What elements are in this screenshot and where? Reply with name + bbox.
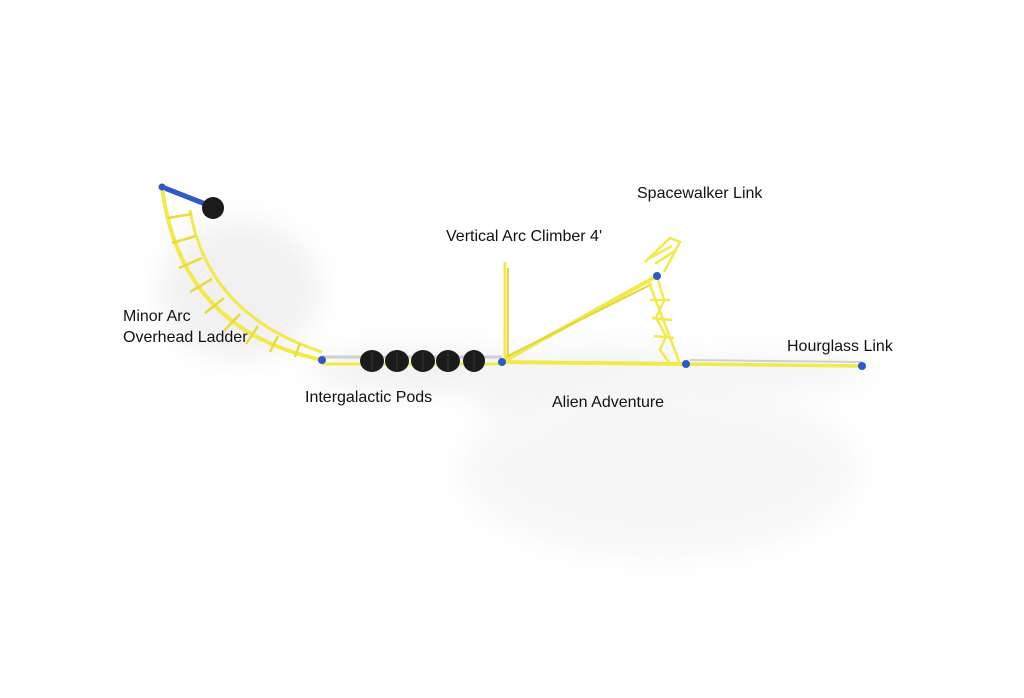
ladder-outer-rail (160, 186, 323, 362)
vertical-arc-climber (503, 262, 509, 360)
label-vertical-arc-climber: Vertical Arc Climber 4' (446, 228, 602, 245)
post-cap (653, 272, 661, 280)
ladder-inner-rail (188, 209, 323, 354)
ladder-rungs (167, 212, 302, 358)
hourglass-link (682, 359, 866, 370)
post-cap (498, 358, 506, 366)
label-spacewalker-link: Spacewalker Link (637, 185, 763, 202)
label-line: Overhead Ladder (123, 329, 248, 346)
ground-shadow (160, 220, 870, 560)
spacewalker-link (644, 236, 682, 365)
post-cap (318, 356, 326, 364)
post-cap (682, 360, 690, 368)
post-cap (158, 183, 166, 191)
intergalactic-pods (318, 350, 502, 372)
minor-arc-overhead-ladder (158, 183, 323, 362)
alien-adventure (498, 274, 687, 366)
post-cap (858, 362, 866, 370)
label-minor-arc-overhead-ladder: Minor Arc Overhead Ladder (123, 306, 248, 348)
label-intergalactic-pods: Intergalactic Pods (305, 389, 433, 406)
ladder-end-disc (202, 197, 224, 219)
label-alien-adventure: Alien Adventure (552, 394, 665, 411)
label-line: Minor Arc (123, 308, 191, 325)
label-hourglass-link: Hourglass Link (787, 338, 893, 355)
